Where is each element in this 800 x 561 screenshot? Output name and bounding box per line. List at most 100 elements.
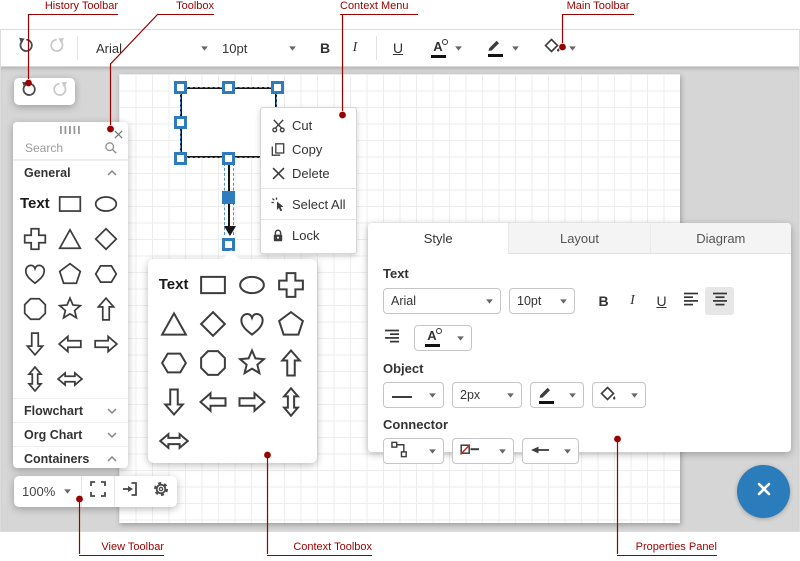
- font-name-select[interactable]: Arial: [84, 34, 208, 62]
- context-toolbox-shape-text[interactable]: Text: [154, 265, 193, 304]
- toolbox-section-org-chart[interactable]: Org Chart: [13, 422, 128, 446]
- font-name-value: Arial: [96, 40, 123, 56]
- context-toolbox-shape-ellipse[interactable]: [233, 265, 272, 304]
- context-toolbox-shape-grid: Text: [148, 259, 317, 466]
- toolbox-shape-heart[interactable]: [17, 256, 53, 291]
- toolbox-shape-rectangle[interactable]: [53, 186, 89, 221]
- text-shape-label: Text: [158, 276, 189, 293]
- menu-item-cut[interactable]: Cut: [261, 113, 356, 137]
- context-toolbox-shape-octagon[interactable]: [193, 343, 232, 382]
- toolbox-shape-arrow-down[interactable]: [17, 326, 53, 361]
- context-toolbox-shape-triangle[interactable]: [154, 304, 193, 343]
- resize-handle-top-right[interactable]: [270, 80, 284, 94]
- toolbox-section-flowchart[interactable]: Flowchart: [13, 398, 128, 422]
- props-font-color-select[interactable]: A: [414, 325, 472, 351]
- text-section-label: Text: [383, 266, 409, 281]
- resize-handle-top-center[interactable]: [222, 80, 235, 94]
- line-style-select[interactable]: [383, 382, 444, 408]
- toolbox-shape-hexagon[interactable]: [88, 256, 124, 291]
- text-shape-label: Text: [19, 195, 50, 212]
- line-color-button[interactable]: [480, 34, 510, 62]
- tab-diagram[interactable]: Diagram: [696, 230, 746, 246]
- object-line-color-select[interactable]: [530, 382, 584, 408]
- props-font-name-select[interactable]: Arial: [383, 288, 501, 314]
- underline-button[interactable]: U: [392, 40, 404, 56]
- toolbox-shape-arrow-left[interactable]: [53, 326, 89, 361]
- align-left-button[interactable]: [676, 287, 705, 315]
- toolbox-section-general[interactable]: General: [13, 160, 128, 184]
- toolbox-shape-arrow-up[interactable]: [88, 291, 124, 326]
- toolbox-section-containers[interactable]: Containers: [13, 446, 128, 468]
- props-font-size-select[interactable]: 10pt: [509, 288, 575, 314]
- context-toolbox-shape-arrow-right[interactable]: [233, 382, 272, 421]
- toolbox-shape-arrow-left-right[interactable]: [53, 361, 89, 396]
- connector-endpoint-handle[interactable]: [222, 237, 235, 251]
- menu-item-select-all[interactable]: Select All: [261, 192, 356, 216]
- connector-type-select[interactable]: [383, 438, 444, 464]
- toolbox-shape-octagon[interactable]: [17, 291, 53, 326]
- italic-button[interactable]: I: [352, 40, 358, 55]
- fullscreen-button[interactable]: [82, 478, 113, 506]
- export-button[interactable]: [114, 478, 145, 506]
- toolbox-shape-ellipse[interactable]: [88, 186, 124, 221]
- context-toolbox-shape-hexagon[interactable]: [154, 343, 193, 382]
- line-begin-select[interactable]: [452, 438, 514, 464]
- font-color-dropdown[interactable]: [455, 45, 462, 51]
- context-toolbox-shape-pentagon[interactable]: [272, 304, 311, 343]
- tab-style[interactable]: Style: [368, 223, 510, 254]
- context-toolbox-shape-arrow-down[interactable]: [154, 382, 193, 421]
- search-input[interactable]: [23, 140, 101, 156]
- menu-item-delete[interactable]: Delete: [261, 161, 356, 185]
- context-toolbox-shape-cross[interactable]: [272, 265, 311, 304]
- line-color-dropdown[interactable]: [512, 45, 519, 51]
- context-toolbox-shape-heart[interactable]: [233, 304, 272, 343]
- context-toolbox-shape-diamond[interactable]: [193, 304, 232, 343]
- toolbox-shape-cross[interactable]: [17, 221, 53, 256]
- redo-button[interactable]: [41, 34, 71, 62]
- context-toolbox-shape-arrow-left-right[interactable]: [154, 421, 193, 460]
- undo-button[interactable]: [11, 34, 41, 62]
- font-size-select[interactable]: 10pt: [208, 34, 296, 62]
- menu-item-copy[interactable]: Copy: [261, 137, 356, 161]
- close-floating-button[interactable]: [737, 465, 790, 518]
- toolbox-shape-triangle[interactable]: [53, 221, 89, 256]
- settings-button[interactable]: [146, 478, 177, 506]
- history-redo-button[interactable]: [45, 78, 75, 106]
- toolbox-shape-text[interactable]: Text: [17, 186, 53, 221]
- line-width-select[interactable]: 2px: [452, 382, 522, 408]
- history-undo-button[interactable]: [15, 78, 45, 106]
- hexagon-shape-icon: [160, 352, 187, 373]
- resize-handle-top-left[interactable]: [173, 80, 187, 94]
- object-fill-color-select[interactable]: [592, 382, 646, 408]
- props-underline-button[interactable]: U: [656, 293, 667, 309]
- context-toolbox-shape-star[interactable]: [233, 343, 272, 382]
- tab-layout[interactable]: Layout: [509, 223, 651, 253]
- props-italic-button[interactable]: I: [630, 293, 635, 308]
- bold-button[interactable]: B: [319, 40, 331, 56]
- toolbox-shape-arrow-up-down[interactable]: [17, 361, 53, 396]
- zoom-level-select[interactable]: 100%: [14, 484, 81, 499]
- toolbox-shape-arrow-right[interactable]: [88, 326, 124, 361]
- drag-handle-icon[interactable]: [59, 125, 82, 134]
- align-right-button[interactable]: [377, 324, 406, 352]
- toolbox-close-button[interactable]: [114, 126, 123, 144]
- props-bold-button[interactable]: B: [598, 293, 609, 309]
- toolbox-shape-star[interactable]: [53, 291, 89, 326]
- connector-midpoint-handle[interactable]: [222, 190, 235, 204]
- resize-handle-middle-left[interactable]: [173, 116, 187, 129]
- context-toolbox-shape-arrow-up-down[interactable]: [272, 382, 311, 421]
- fill-color-button[interactable]: [537, 34, 567, 62]
- fill-icon: [543, 37, 561, 59]
- resize-handle-bottom-center[interactable]: [222, 151, 235, 165]
- context-toolbox-shape-arrow-left[interactable]: [193, 382, 232, 421]
- resize-handle-bottom-left[interactable]: [173, 151, 187, 165]
- context-toolbox-shape-rectangle[interactable]: [193, 265, 232, 304]
- toolbox-shape-pentagon[interactable]: [53, 256, 89, 291]
- fill-color-dropdown[interactable]: [569, 45, 576, 51]
- font-color-button[interactable]: A: [423, 34, 453, 62]
- context-toolbox-shape-arrow-up[interactable]: [272, 343, 311, 382]
- toolbox-shape-diamond[interactable]: [88, 221, 124, 256]
- line-end-select[interactable]: [522, 438, 579, 464]
- menu-item-lock[interactable]: Lock: [261, 223, 356, 247]
- align-center-button[interactable]: [705, 287, 734, 315]
